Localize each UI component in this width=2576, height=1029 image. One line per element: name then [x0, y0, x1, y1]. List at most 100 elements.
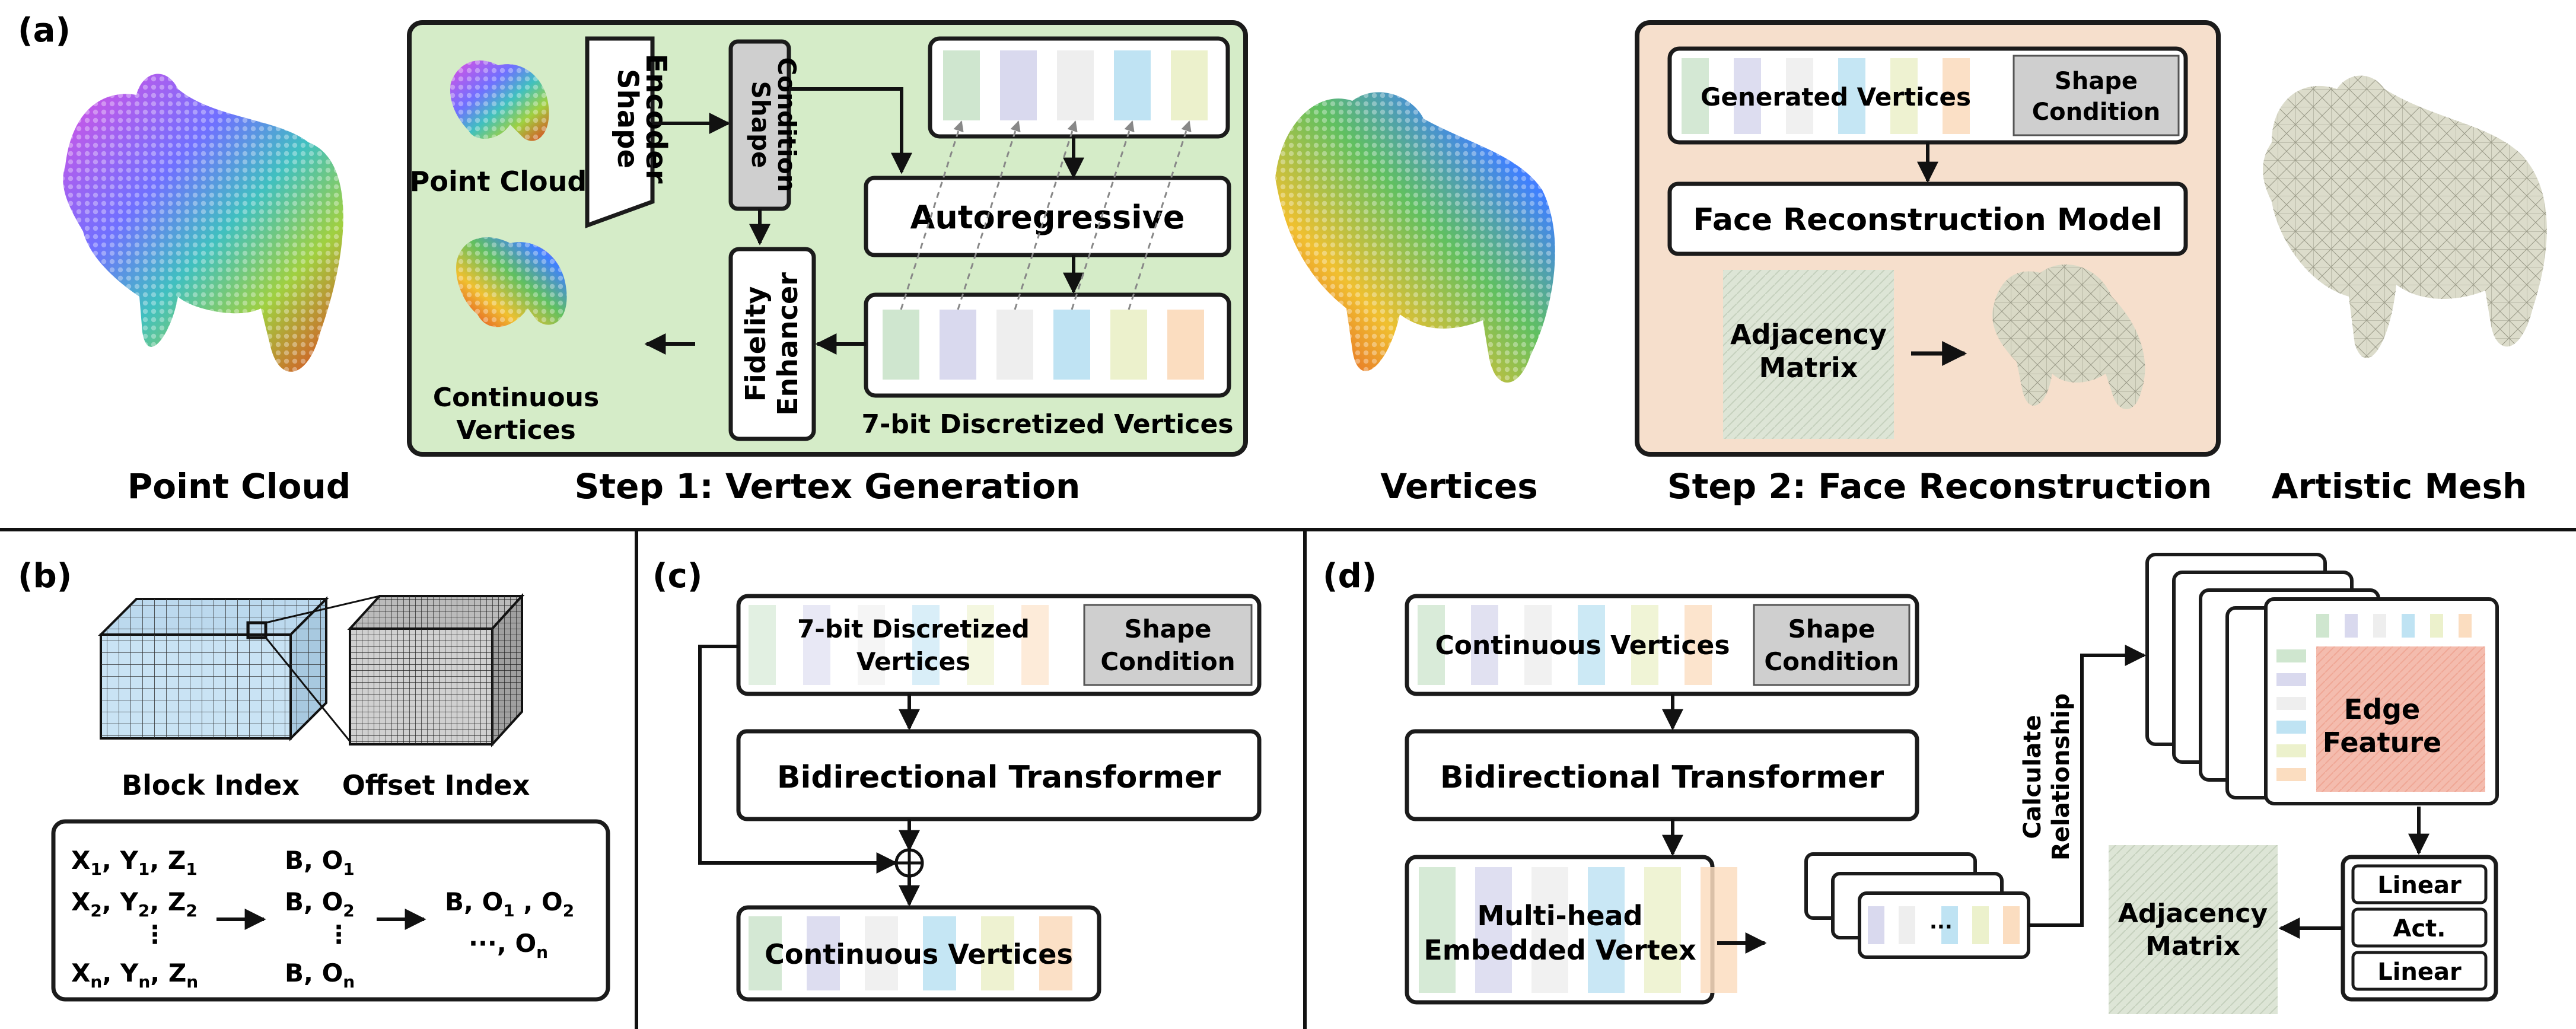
embedded-head-token — [1531, 867, 1568, 993]
index-formula-box — [51, 819, 610, 1002]
offset-index-cube — [347, 592, 525, 748]
vertex-token — [996, 310, 1033, 380]
caption-step2: Step 2: Face Reconstruction — [1667, 466, 2212, 506]
panel-c-tag: (c) — [652, 557, 702, 595]
vertex-token — [1110, 310, 1147, 380]
vertex-token — [1838, 58, 1865, 134]
vertex-token — [865, 916, 898, 990]
c-shape-condition-label-2: Condition — [1100, 647, 1235, 676]
c-shape-condition-label-1: Shape — [1124, 614, 1211, 643]
head-token — [2003, 906, 2020, 944]
c-skip-connection — [698, 645, 898, 874]
edge-col-token — [2345, 614, 2358, 638]
d-edge-feature-label-2: Feature — [2323, 727, 2441, 759]
c-transformer-label: Bidirectional Transformer — [777, 760, 1221, 795]
d-adjacency-label-1: Adjacency — [2118, 899, 2268, 929]
d-transformer-block — [1405, 729, 1919, 821]
panel-a-tag: (a) — [18, 11, 71, 50]
step1-continuous-label-2: Vertices — [456, 415, 575, 445]
d-embedded-label-2: Embedded Vertex — [1424, 934, 1696, 966]
panel-b-tag: (b) — [18, 557, 72, 595]
step1-point-cloud-image — [450, 60, 549, 141]
vertex-token — [923, 916, 956, 990]
index-formula: X1, Y1, Z1 X2, Y2, Z2 ⋮ Xn, Yn, Zn B, O1… — [71, 846, 574, 992]
d-embedded-tokens — [1419, 867, 1737, 993]
c-transformer-block — [736, 729, 1262, 821]
vertex-token — [1524, 605, 1552, 685]
d-adjacency-label-2: Matrix — [2145, 931, 2240, 961]
d-activation-layer — [2351, 907, 2488, 948]
d-embedded-label-1: Multi-head — [1477, 900, 1642, 932]
edge-col-token — [2402, 614, 2415, 638]
fidelity-enhancer-block — [728, 247, 816, 441]
autoregressive-block — [864, 176, 1231, 257]
svg-text:⋮: ⋮ — [142, 920, 167, 949]
svg-text:···, On: ···, On — [469, 929, 548, 962]
step1-tokens-bottom — [883, 310, 1204, 380]
face-reconstruction-model-label: Face Reconstruction Model — [1693, 202, 2162, 238]
edge-col-token — [2373, 614, 2386, 638]
block-index-label: Block Index — [122, 769, 300, 801]
vertices-image — [1275, 92, 1555, 383]
shape-encoder-label-2: Encoder — [639, 54, 673, 184]
vertex-token — [1734, 58, 1761, 134]
point-cloud-image — [63, 74, 343, 372]
vertex-token — [943, 50, 980, 120]
vertex-token — [1578, 605, 1605, 685]
step2-adjacency-label-2: Matrix — [1759, 352, 1858, 384]
step2-adjacency-image — [1723, 270, 1894, 439]
fidelity-enhancer-label-2: Enhancer — [772, 272, 804, 416]
edge-col-token — [2459, 614, 2472, 638]
svg-text:Xn, Yn, Zn: Xn, Yn, Zn — [71, 958, 198, 992]
c-input-label-1: 7-bit Discretized — [797, 614, 1030, 643]
shift-dash-line — [900, 120, 964, 310]
embedded-head-token — [1644, 867, 1681, 993]
edge-row-token — [2276, 721, 2306, 734]
shift-dash-line — [1014, 120, 1078, 310]
shift-dash-line — [1071, 120, 1135, 310]
vertex-token — [1114, 50, 1151, 120]
caption-vertices: Vertices — [1380, 466, 1538, 506]
step2-tokens — [1682, 58, 1970, 134]
d-adjacency-image — [2109, 845, 2278, 1014]
generated-vertices-label: Generated Vertices — [1701, 82, 1971, 111]
step1-shape-condition-label-2: Condition — [772, 57, 801, 192]
offset-index-label: Offset Index — [342, 769, 530, 801]
edge-col-token — [2316, 614, 2329, 638]
embedded-head-token — [1701, 867, 1737, 993]
face-reconstruction-model-block — [1667, 181, 2188, 256]
vertex-token — [1943, 58, 1970, 134]
vertex-token — [1053, 310, 1090, 380]
step2-shape-condition-label-1: Shape — [2055, 68, 2138, 95]
vertex-token — [1631, 605, 1658, 685]
c-add-symbol — [897, 851, 921, 875]
d-edge-feature-label-1: Edge — [2344, 693, 2420, 725]
vertex-token — [967, 605, 994, 685]
d-relationship-label-2: Relationship — [2048, 693, 2075, 861]
shape-encoder-block — [585, 36, 655, 228]
d-edge-feature-cards — [2145, 553, 2499, 805]
head-ellipsis: ··· — [1929, 915, 1953, 939]
shape-encoder-label-1: Shape — [611, 69, 644, 168]
c-input-tokens — [749, 605, 1049, 685]
vertex-token — [807, 916, 840, 990]
svg-text:B, O1: B, O1 — [285, 846, 355, 879]
edge-row-token — [2276, 697, 2306, 710]
vertex-token — [1786, 58, 1813, 134]
step1-continuous-vertices-image — [456, 237, 567, 327]
vertex-token — [883, 310, 919, 380]
panel-d-tag: (d) — [1323, 557, 1377, 595]
shift-dash-line — [957, 120, 1021, 310]
vertex-token — [803, 605, 830, 685]
vertex-token — [1171, 50, 1208, 120]
edge-row-token — [2276, 673, 2306, 686]
d-input-tokens — [1418, 605, 1712, 685]
c-shape-condition-block — [1083, 604, 1253, 686]
embedded-head-token — [1588, 867, 1625, 993]
d-activation-label: Act. — [2393, 915, 2446, 942]
d-input-label: Continuous Vertices — [1435, 630, 1730, 661]
d-shape-condition-label-1: Shape — [1788, 614, 1875, 643]
vertex-token — [1057, 50, 1094, 120]
c-input-label-2: Vertices — [856, 647, 970, 676]
